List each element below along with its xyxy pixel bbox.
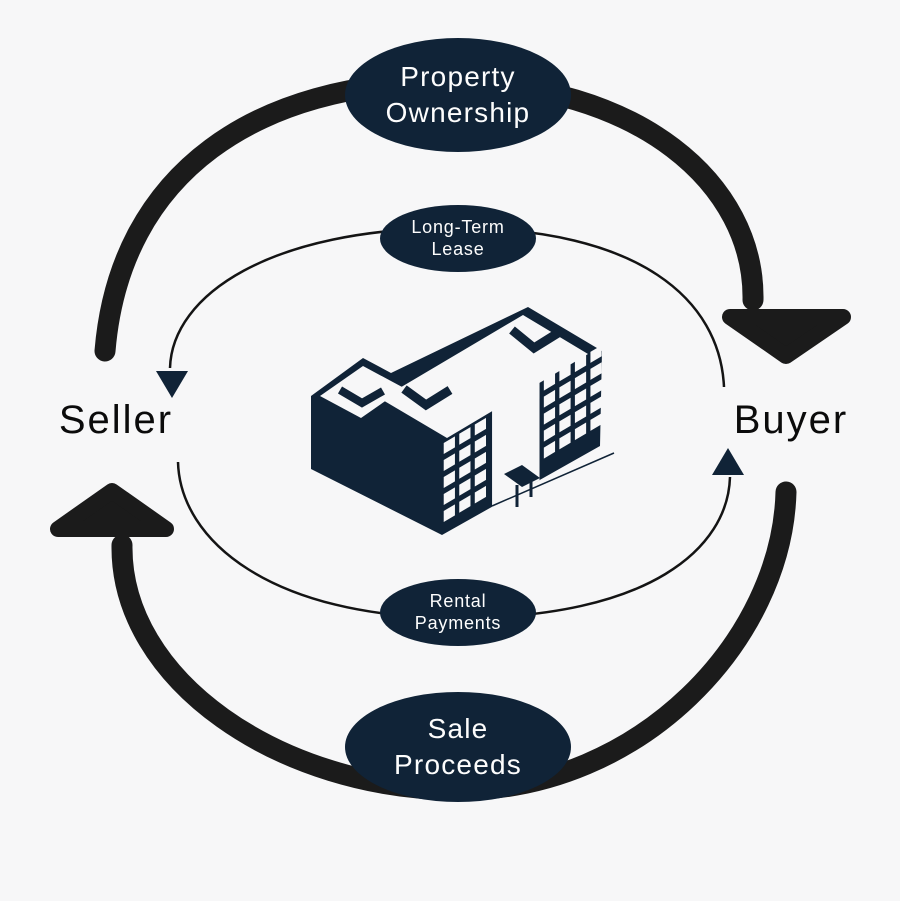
roof-vent-icon	[509, 326, 561, 354]
building-annex-roof	[320, 366, 404, 418]
flow-badge-line1: Long-Term	[411, 216, 505, 237]
flow-badge-line2: Proceeds	[394, 749, 522, 780]
flow-badge-rental-payments: Rental Payments	[380, 579, 536, 646]
small-arrowhead-down-icon	[156, 371, 188, 398]
arrowhead-down-icon	[722, 309, 851, 364]
flow-badge-property-ownership: Property Ownership	[345, 38, 571, 152]
small-arrowhead-up-icon	[712, 448, 744, 475]
flow-badge-line2: Payments	[414, 612, 502, 633]
party-label-seller: Seller	[58, 398, 174, 442]
arrowhead-up-icon	[50, 483, 174, 537]
flow-badge-long-term-lease: Long-Term Lease	[380, 205, 536, 272]
flow-badge-sale-proceeds: Sale Proceeds	[345, 692, 571, 802]
building-icon	[311, 307, 615, 535]
flow-badge-line1: Property	[400, 61, 516, 93]
flow-badge-line1: Rental	[429, 590, 487, 611]
building-ground-line	[491, 452, 615, 507]
flow-badge-line1: Sale	[427, 713, 489, 745]
roof-vent-icon	[337, 386, 385, 408]
flow-badge-line2: Ownership	[385, 97, 531, 128]
flow-badge-line2: Lease	[431, 238, 485, 259]
party-label-buyer: Buyer	[733, 398, 849, 442]
roof-vent-icon	[401, 385, 453, 411]
